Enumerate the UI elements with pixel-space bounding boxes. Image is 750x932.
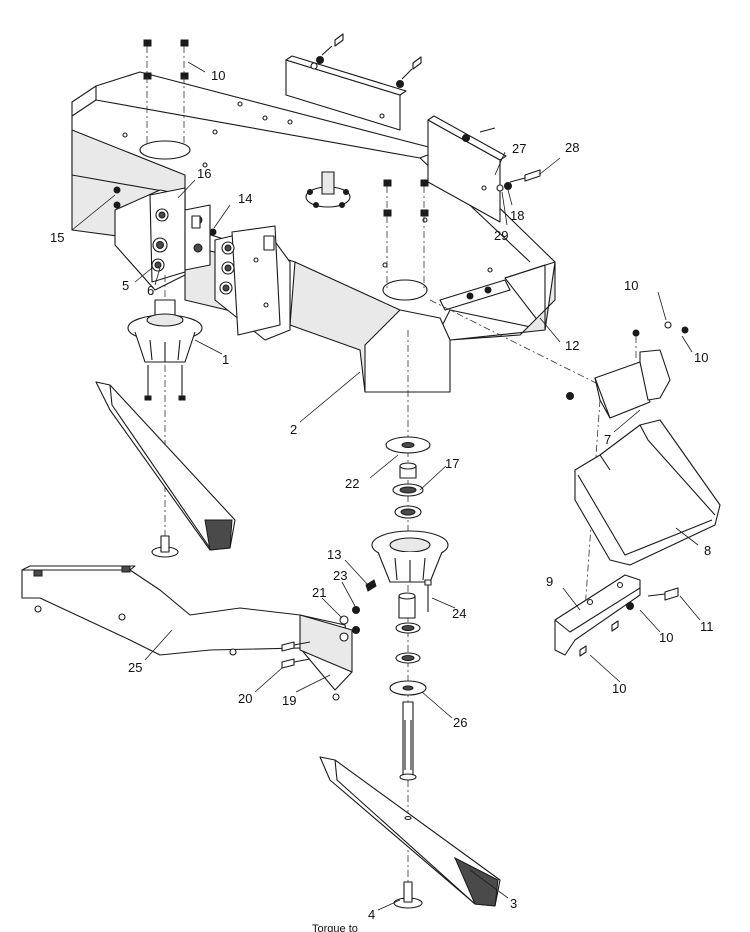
hydraulic-motor-mounts [113,186,291,341]
callout-22: 20 [238,691,252,706]
callout-24: 22 [345,476,359,491]
callout-23: 21 [312,585,326,600]
callout-20: 18 [510,208,524,223]
callout-9: 9 [546,574,553,589]
front-baffle [21,565,360,701]
callout-10c: 10 [659,630,673,645]
top-nuts [143,39,429,290]
callout-30: 28 [565,140,579,155]
callout-7: 7 [604,432,611,447]
callout-10a: 10 [211,68,225,83]
callout-5: 5 [122,278,129,293]
callout-labels: 10 16 14 15 5 6 1 2 12 27 28 18 29 10 10… [50,68,714,932]
callout-14: 12 [565,338,579,353]
callout-1: 1 [222,352,229,367]
callout-3: 3 [510,896,517,911]
baffle-plates [285,33,541,223]
callout-2: 2 [290,422,297,437]
leader-lines [71,61,701,911]
callout-17: 15 [50,230,64,245]
callout-18: 16 [197,166,211,181]
callout-8: 8 [704,543,711,558]
callout-4: 4 [368,907,375,922]
callout-28: 26 [453,715,467,730]
footer-torque-text: Torque to [312,923,358,932]
callout-15: 13 [327,547,341,562]
callout-11: 10 [694,350,708,365]
callout-26: 24 [452,606,466,621]
callout-13: 11 [700,619,714,634]
callout-29: 27 [512,141,526,156]
discharge-chute [429,299,721,657]
callout-21: 19 [282,693,296,708]
callout-27: 25 [128,660,142,675]
callout-31: 29 [494,228,508,243]
center-spindle-assembly [319,330,501,909]
callout-19: 17 [445,456,459,471]
callout-12: 10 [612,681,626,696]
callout-10b: 10 [624,278,638,293]
callout-16: 14 [238,191,252,206]
callout-6: 6 [147,283,154,298]
mower-deck [71,71,556,393]
callout-25: 23 [333,568,347,583]
left-spindle-assembly [95,275,236,558]
